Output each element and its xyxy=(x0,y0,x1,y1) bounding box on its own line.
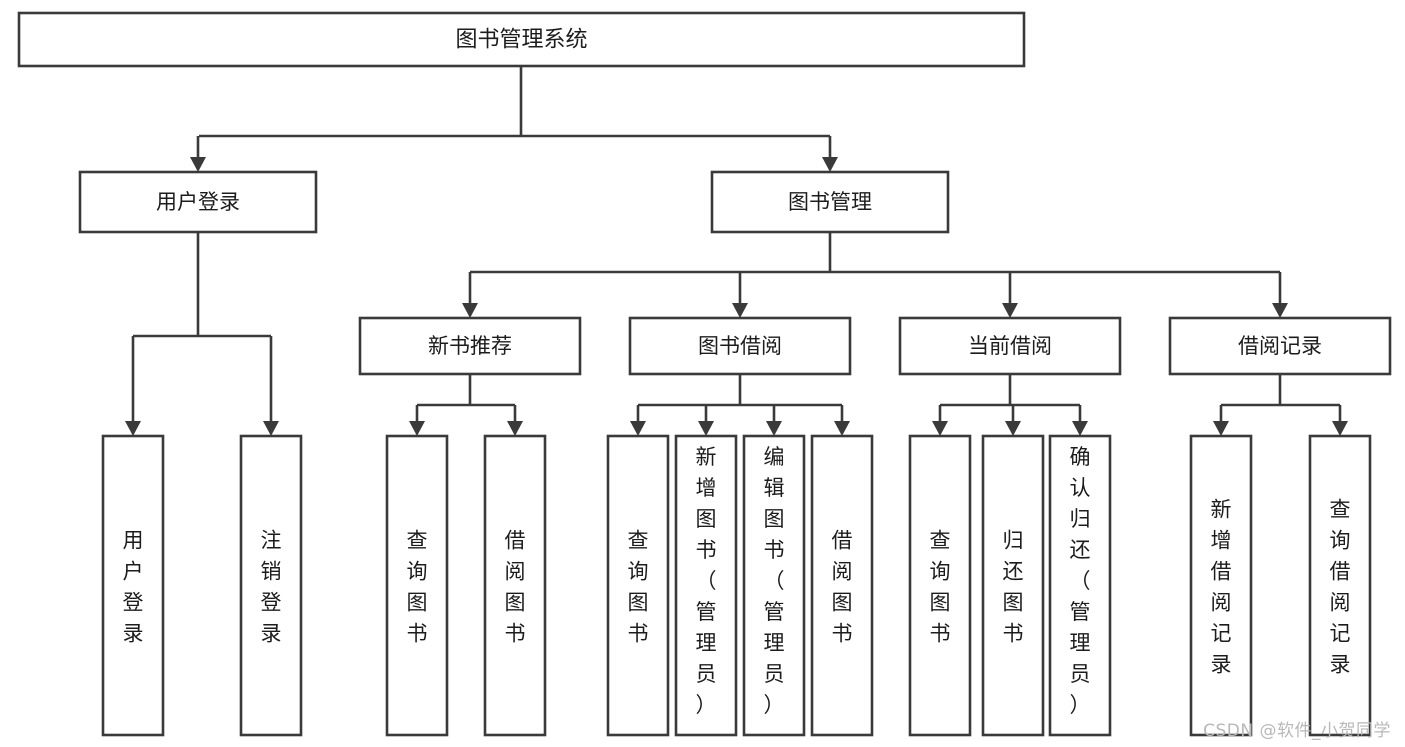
node-box-leaf-borrow-add[interactable] xyxy=(674,434,738,737)
node-label-borrow-record: 借阅记录 xyxy=(1238,334,1322,358)
node-box-user-login[interactable] xyxy=(78,170,318,234)
node-label-leaf-record-query: 查询借阅记录 xyxy=(1330,498,1351,677)
edge-book-manage-to-new-book-recommend-arrowhead xyxy=(462,303,478,318)
node-box-leaf-borrow-edit[interactable] xyxy=(742,434,806,737)
node-leaf-borrow-query[interactable]: 查询图书 xyxy=(606,434,670,737)
edge-borrow-record-to-leaf-record-query-arrowhead xyxy=(1332,421,1348,436)
edge-root-to-book-manage-arrowhead xyxy=(822,157,838,172)
node-label-leaf-record-add: 新增借阅记录 xyxy=(1211,498,1232,677)
node-label-new-book-recommend: 新书推荐 xyxy=(428,334,512,358)
edge-current-borrow-to-leaf-current-return-arrowhead xyxy=(1005,421,1021,436)
node-root[interactable]: 图书管理系统 xyxy=(17,11,1026,68)
edge-user-login-to-leaf-user-login-arrowhead xyxy=(125,421,141,436)
node-box-leaf-user-logout[interactable] xyxy=(239,434,303,737)
node-box-leaf-current-return[interactable] xyxy=(981,434,1045,737)
node-box-leaf-recommend-query[interactable] xyxy=(385,434,449,737)
edge-book-manage-to-borrow-record-arrowhead xyxy=(1272,303,1288,318)
node-label-leaf-user-logout: 注销登录 xyxy=(261,529,282,646)
edge-new-book-recommend-to-leaf-recommend-borrow-arrowhead xyxy=(507,421,523,436)
edge-book-borrow-to-leaf-borrow-lend-arrowhead xyxy=(834,421,850,436)
node-label-leaf-recommend-borrow: 借阅图书 xyxy=(505,529,526,646)
node-label-leaf-borrow-query: 查询图书 xyxy=(628,529,649,646)
node-leaf-current-confirm[interactable]: 确认归还（管理员） xyxy=(1048,434,1112,737)
edge-user-login-to-leaf-user-logout-arrowhead xyxy=(263,421,279,436)
node-box-leaf-borrow-query[interactable] xyxy=(606,434,670,737)
node-leaf-user-login[interactable]: 用户登录 xyxy=(101,434,165,737)
connector-layer xyxy=(125,66,1348,436)
node-leaf-user-logout[interactable]: 注销登录 xyxy=(239,434,303,737)
node-label-user-login: 用户登录 xyxy=(156,190,240,214)
node-box-borrow-record[interactable] xyxy=(1168,316,1392,376)
node-book-borrow[interactable]: 图书借阅 xyxy=(628,316,852,376)
node-label-leaf-current-query: 查询图书 xyxy=(930,529,951,646)
node-box-leaf-current-confirm[interactable] xyxy=(1048,434,1112,737)
node-label-leaf-borrow-edit: 编辑图书（管理员） xyxy=(764,445,785,717)
node-box-leaf-recommend-borrow[interactable] xyxy=(483,434,547,737)
node-current-borrow[interactable]: 当前借阅 xyxy=(898,316,1122,376)
node-box-book-manage[interactable] xyxy=(710,170,950,234)
node-leaf-recommend-query[interactable]: 查询图书 xyxy=(385,434,449,737)
edge-borrow-record-to-leaf-record-add-arrowhead xyxy=(1213,421,1229,436)
node-label-leaf-borrow-lend: 借阅图书 xyxy=(832,529,853,646)
node-leaf-current-return[interactable]: 归还图书 xyxy=(981,434,1045,737)
node-label-book-borrow: 图书借阅 xyxy=(698,334,782,358)
node-label-current-borrow: 当前借阅 xyxy=(968,334,1052,358)
node-label-root: 图书管理系统 xyxy=(455,28,587,53)
node-box-leaf-current-query[interactable] xyxy=(908,434,972,737)
node-leaf-current-query[interactable]: 查询图书 xyxy=(908,434,972,737)
node-label-leaf-user-login: 用户登录 xyxy=(123,529,144,646)
node-new-book-recommend[interactable]: 新书推荐 xyxy=(358,316,582,376)
node-book-manage[interactable]: 图书管理 xyxy=(710,170,950,234)
node-label-leaf-borrow-add: 新增图书（管理员） xyxy=(696,445,717,717)
node-leaf-record-add[interactable]: 新增借阅记录 xyxy=(1189,434,1253,737)
edge-book-manage-to-current-borrow-arrowhead xyxy=(1002,303,1018,318)
node-box-leaf-record-add[interactable] xyxy=(1189,434,1253,737)
node-leaf-record-query[interactable]: 查询借阅记录 xyxy=(1308,434,1372,737)
node-layer: 图书管理系统用户登录图书管理新书推荐图书借阅当前借阅借阅记录用户登录注销登录查询… xyxy=(17,11,1392,737)
csdn-watermark: CSDN @软件_小贺同学 xyxy=(1203,721,1391,741)
edge-book-manage-to-book-borrow-arrowhead xyxy=(732,303,748,318)
node-box-new-book-recommend[interactable] xyxy=(358,316,582,376)
node-label-leaf-current-return: 归还图书 xyxy=(1003,529,1024,646)
edge-book-borrow-to-leaf-borrow-query-arrowhead xyxy=(630,421,646,436)
node-box-book-borrow[interactable] xyxy=(628,316,852,376)
node-leaf-borrow-edit[interactable]: 编辑图书（管理员） xyxy=(742,434,806,737)
edge-current-borrow-to-leaf-current-query-arrowhead xyxy=(932,421,948,436)
node-leaf-borrow-add[interactable]: 新增图书（管理员） xyxy=(674,434,738,737)
node-box-leaf-record-query[interactable] xyxy=(1308,434,1372,737)
node-leaf-recommend-borrow[interactable]: 借阅图书 xyxy=(483,434,547,737)
node-user-login[interactable]: 用户登录 xyxy=(78,170,318,234)
node-borrow-record[interactable]: 借阅记录 xyxy=(1168,316,1392,376)
node-label-book-manage: 图书管理 xyxy=(788,190,872,214)
node-box-leaf-borrow-lend[interactable] xyxy=(810,434,874,737)
edge-current-borrow-to-leaf-current-confirm-arrowhead xyxy=(1072,421,1088,436)
edge-book-borrow-to-leaf-borrow-edit-arrowhead xyxy=(766,421,782,436)
node-box-root[interactable] xyxy=(17,11,1026,68)
node-label-leaf-current-confirm: 确认归还（管理员） xyxy=(1070,445,1091,717)
edge-book-borrow-to-leaf-borrow-add-arrowhead xyxy=(698,421,714,436)
node-leaf-borrow-lend[interactable]: 借阅图书 xyxy=(810,434,874,737)
edge-new-book-recommend-to-leaf-recommend-query-arrowhead xyxy=(409,421,425,436)
edge-root-to-user-login-arrowhead xyxy=(190,157,206,172)
node-box-leaf-user-login[interactable] xyxy=(101,434,165,737)
node-label-leaf-recommend-query: 查询图书 xyxy=(407,529,428,646)
node-box-current-borrow[interactable] xyxy=(898,316,1122,376)
